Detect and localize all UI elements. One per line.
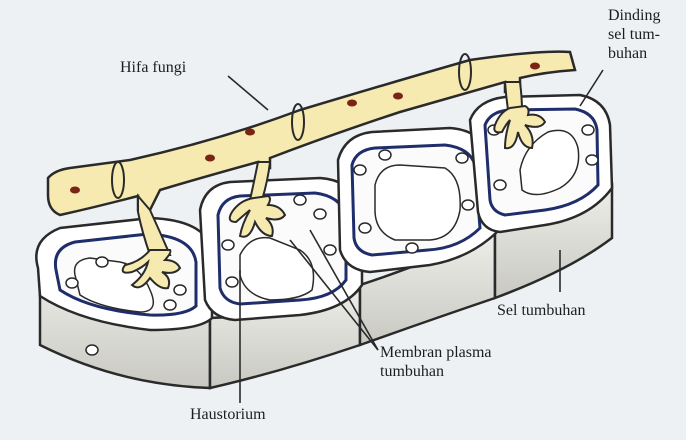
label-hifa-fungi: Hifa fungi: [120, 58, 186, 77]
label-membran-line-2: tumbuhan: [380, 362, 492, 381]
label-dinding-line-3: buhan: [608, 44, 660, 63]
label-dinding-line-1: Dinding: [608, 6, 660, 25]
label-membran-line-1: Membran plasma: [380, 343, 492, 362]
label-dinding-line-2: sel tum-: [608, 25, 660, 44]
label-haustorium: Haustorium: [190, 405, 266, 424]
label-sel-tumbuhan: Sel tumbuhan: [497, 301, 585, 320]
label-membran-plasma: Membran plasma tumbuhan: [380, 343, 492, 381]
label-dinding-sel-tumbuhan: Dinding sel tum- buhan: [608, 6, 660, 63]
